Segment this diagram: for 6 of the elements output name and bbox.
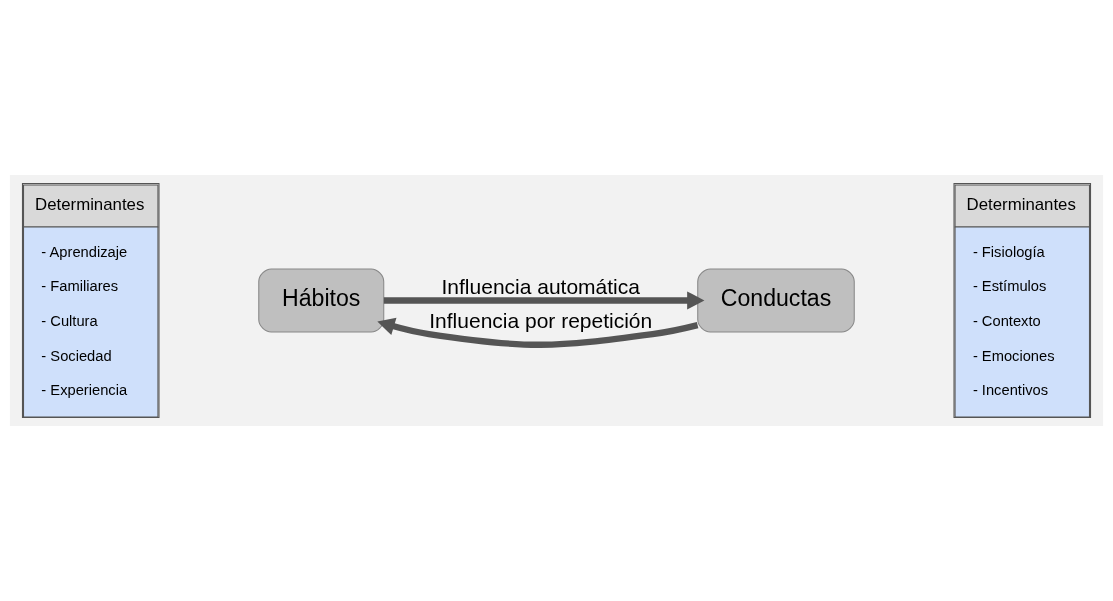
arrow [383,291,705,310]
edge-label: Influencia automática [441,275,640,299]
edge-label: Influencia por repetición [429,308,653,332]
arrow [377,317,699,348]
node-box: Conductas [697,268,855,333]
node-box: Hábitos [258,268,385,333]
